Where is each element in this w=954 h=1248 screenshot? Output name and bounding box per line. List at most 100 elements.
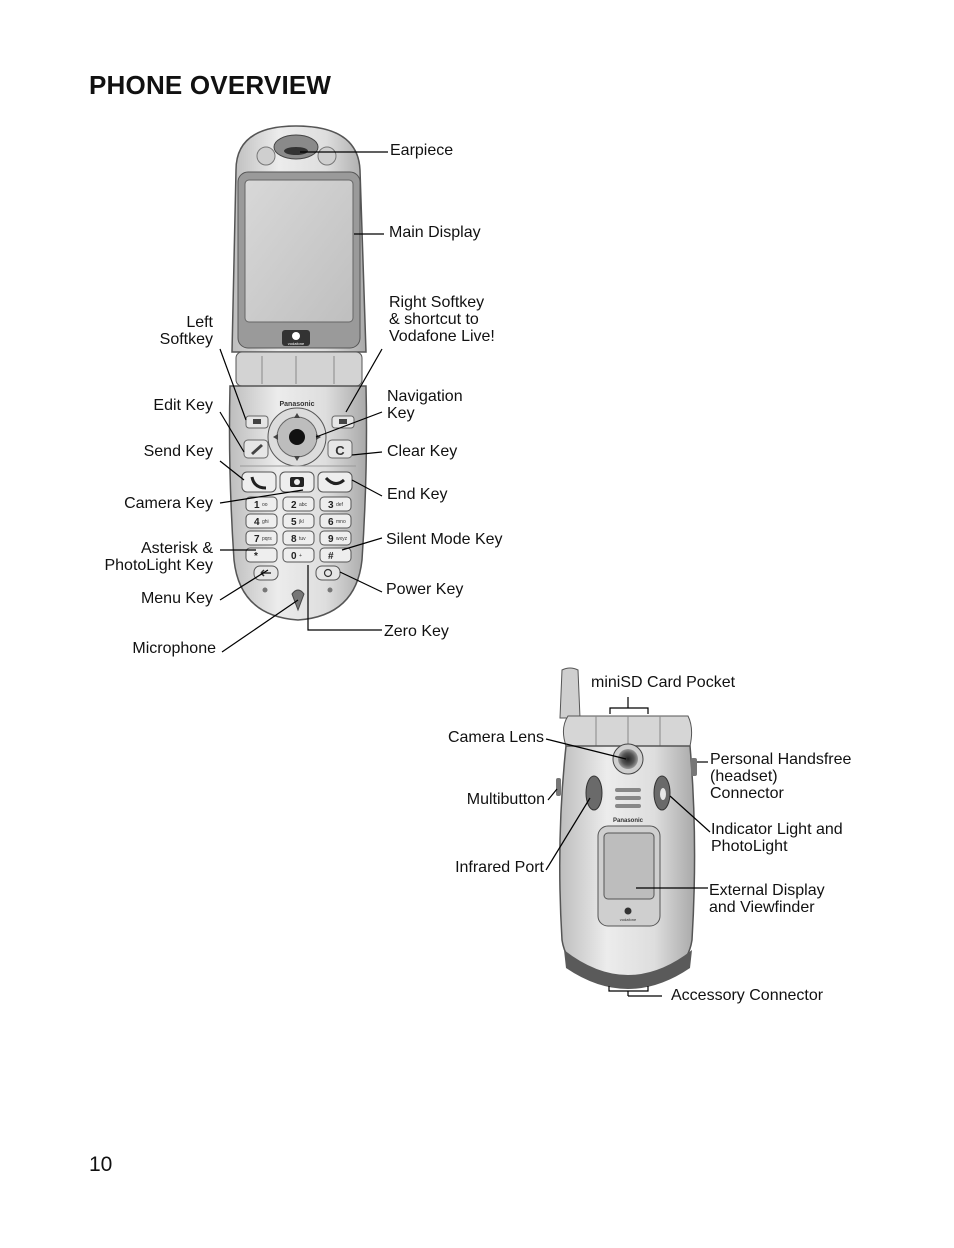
- keypad-key-letters: tuv: [299, 536, 306, 542]
- label-multibutton: Multibutton: [466, 791, 545, 808]
- keypad-key-letters: wxyz: [336, 536, 348, 542]
- label-right-softkey: Right Softkey & shortcut to Vodafone Liv…: [389, 294, 495, 345]
- label-menu-key: Menu Key: [140, 590, 213, 607]
- left-softkey-icon: [253, 419, 261, 424]
- page-title: PHONE OVERVIEW: [89, 70, 332, 100]
- open-phone: vodafone Panasonic C: [219, 125, 388, 653]
- keypad-key-number: 0: [291, 551, 297, 562]
- label-silent-mode-key: Silent Mode Key: [386, 531, 503, 548]
- label-main-display: Main Display: [389, 224, 481, 241]
- nav-right-icon: [316, 434, 321, 440]
- keypad-key-number: 2: [291, 500, 297, 511]
- vodafone-logo-text: vodafone: [288, 341, 305, 346]
- keypad-key-hash[interactable]: #: [319, 547, 352, 563]
- label-navigation-key: Navigation Key: [387, 388, 463, 422]
- flip-dimple-right: [317, 146, 337, 166]
- keypad-key-letters: def: [336, 502, 344, 508]
- closed-phone: Panasonic vodafone: [545, 667, 711, 997]
- nav-left-icon: [273, 434, 278, 440]
- label-indicator-light: Indicator Light and PhotoLight: [711, 821, 843, 855]
- keypad-key-0[interactable]: 0+: [282, 547, 315, 563]
- keypad-key-number: 8: [291, 534, 297, 545]
- power-icon: [323, 568, 333, 578]
- keypad-key-letters: jkl: [298, 519, 304, 525]
- vodafone-logo-top: vodafone: [282, 330, 310, 346]
- label-earpiece: Earpiece: [390, 142, 454, 159]
- right-softkey-icon: [339, 419, 347, 424]
- label-send-key: Send Key: [143, 443, 213, 460]
- label-end-key: End Key: [387, 486, 448, 503]
- label-minisd-pocket: miniSD Card Pocket: [591, 674, 736, 691]
- keypad-key-letters: mno: [336, 519, 346, 525]
- pencil-icon: [251, 444, 263, 455]
- page-number: 10: [89, 1153, 113, 1176]
- keypad-key-letters: ghi: [262, 519, 269, 525]
- camera-icon-lens: [294, 479, 300, 485]
- vodafone-logo-closed: vodafone: [620, 907, 637, 922]
- label-external-display: External Display and Viewfinder: [709, 882, 825, 916]
- leader-lines-closed: [545, 697, 711, 997]
- send-key[interactable]: [241, 471, 277, 493]
- label-infrared-port: Infrared Port: [455, 859, 544, 876]
- phone-handset-icon: [250, 476, 267, 490]
- keypad-key-body: [245, 513, 278, 529]
- keypad-key-letters: oo: [262, 502, 268, 508]
- keypad-key-body: [282, 496, 315, 512]
- power-key[interactable]: [315, 565, 341, 581]
- panasonic-brand-closed: Panasonic: [613, 818, 644, 824]
- hinge: [235, 351, 363, 387]
- keypad-key-number: 5: [291, 517, 297, 528]
- keypad-key-body: [245, 530, 278, 546]
- panasonic-brand-open: Panasonic: [279, 401, 314, 408]
- keypad-key-number: 6: [328, 517, 334, 528]
- end-call-icon: [324, 476, 345, 485]
- keypad-key-asterisk[interactable]: *: [245, 547, 278, 563]
- label-asterisk-key: Asterisk & PhotoLight Key: [104, 540, 213, 574]
- leader-lines-open: [219, 151, 388, 653]
- speaker-slot-2: [615, 796, 641, 800]
- keypad-key-number: 1: [254, 500, 260, 511]
- speaker-slot-1: [615, 788, 641, 792]
- antenna: [559, 667, 581, 719]
- speaker-slot-3: [615, 804, 641, 808]
- keypad-key-number: 9: [328, 534, 334, 545]
- navigation-center-button[interactable]: [289, 429, 305, 445]
- keypad-key-body: [245, 547, 278, 563]
- keypad-key-letters: +: [299, 553, 302, 559]
- keypad-key-body: [319, 496, 352, 512]
- label-edit-key: Edit Key: [153, 397, 213, 414]
- main-display-screen: [244, 179, 354, 323]
- bottom-dot-left: [262, 587, 268, 593]
- keypad-key-number: 3: [328, 500, 334, 511]
- keypad-key-body: [282, 530, 315, 546]
- label-camera-key: Camera Key: [124, 495, 213, 512]
- bottom-dot-right: [327, 587, 333, 593]
- keypad-key-number: #: [328, 551, 334, 562]
- handsfree-connector: [691, 758, 697, 776]
- flip-dimple-left: [256, 146, 276, 166]
- vodafone-logo-text-closed: vodafone: [620, 917, 637, 922]
- clear-key[interactable]: [327, 439, 353, 459]
- label-accessory-connector: Accessory Connector: [671, 987, 824, 1004]
- keypad-key-body: [319, 513, 352, 529]
- label-zero-key: Zero Key: [384, 623, 449, 640]
- nav-down-icon: [294, 456, 300, 461]
- label-clear-key: Clear Key: [387, 443, 458, 460]
- keypad-key-number: 7: [254, 534, 260, 545]
- camera-lens-glass: [618, 749, 638, 769]
- multibutton[interactable]: [556, 778, 561, 796]
- indicator-light-glow: [660, 788, 666, 800]
- keypad-key-body: [319, 547, 352, 563]
- earpiece-grille: [284, 147, 308, 155]
